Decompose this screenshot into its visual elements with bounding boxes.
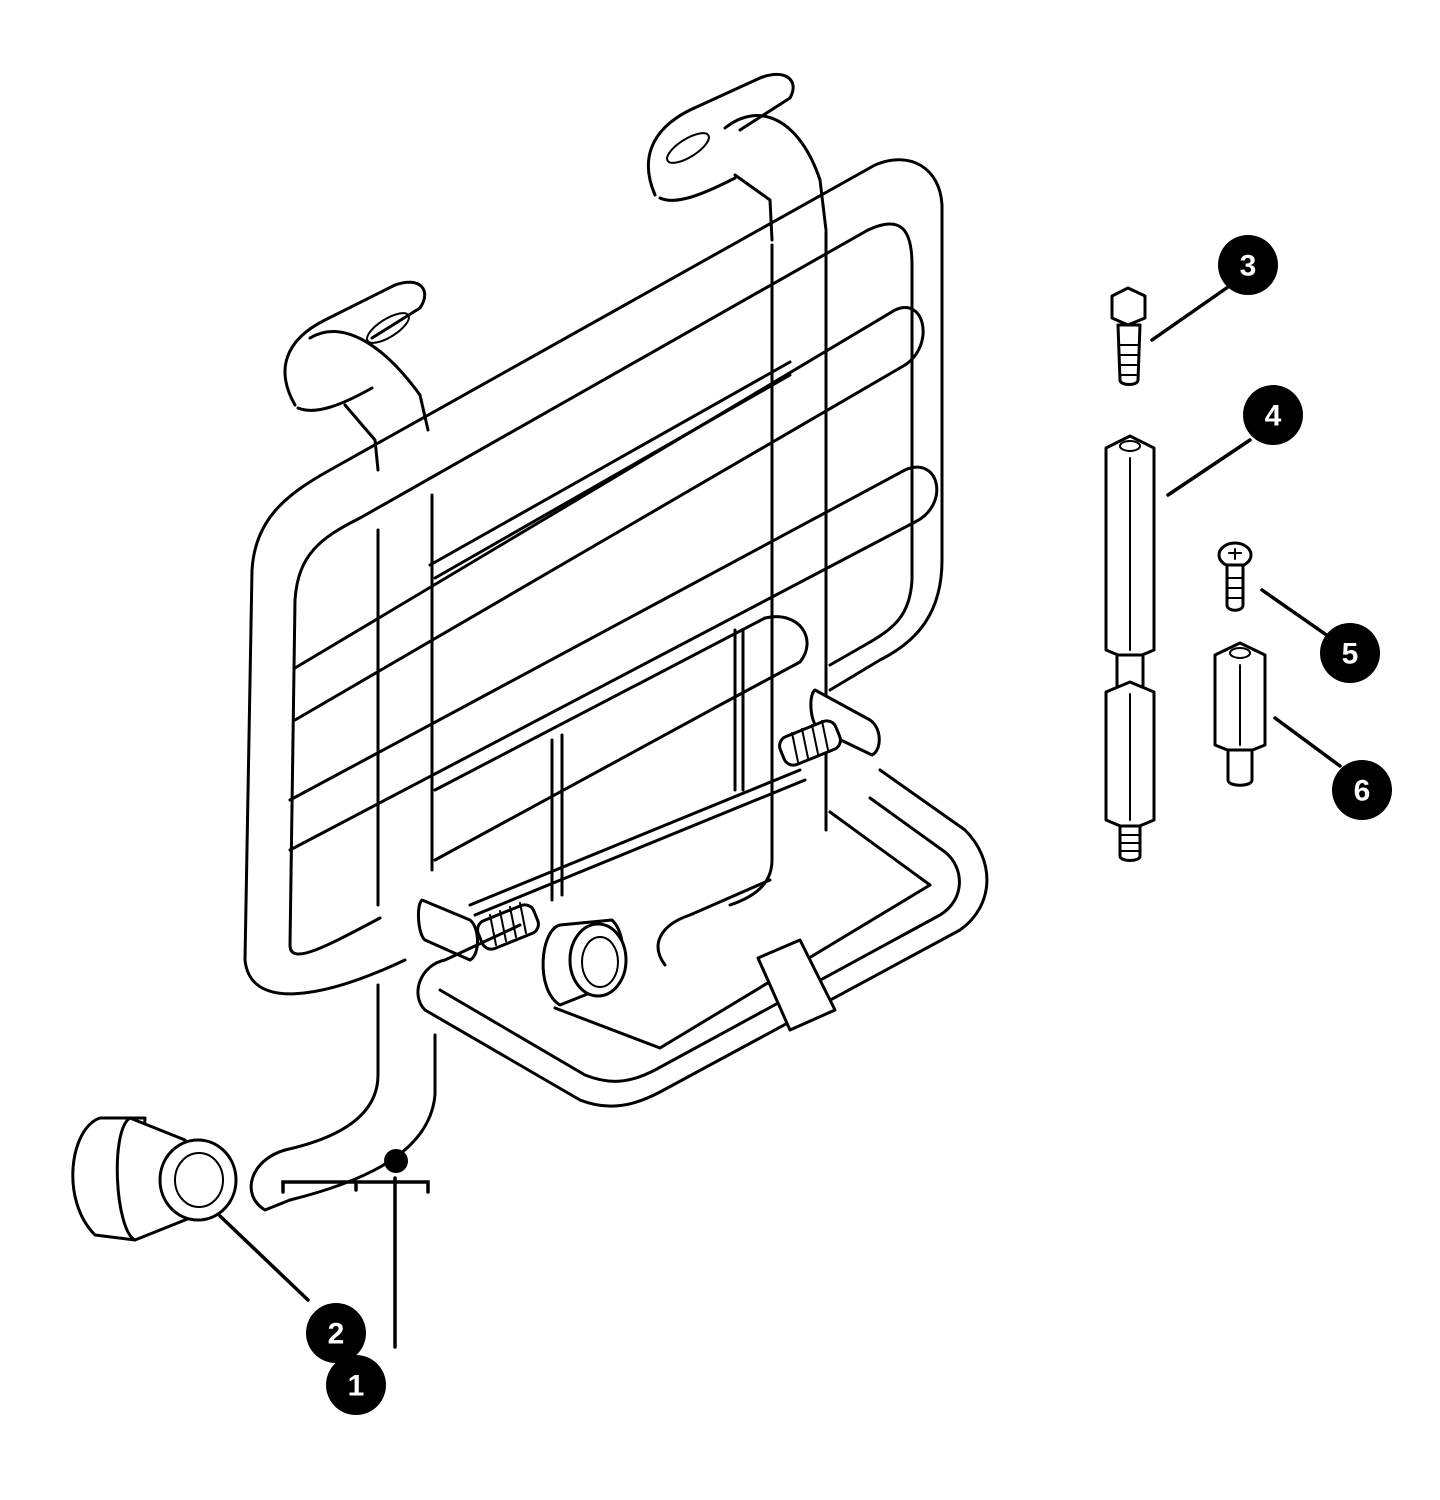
- bolt-part: [1110, 286, 1147, 386]
- leader-end-dot: [384, 1149, 408, 1173]
- rack-slats: [288, 306, 939, 852]
- spring-right: [778, 719, 842, 767]
- callout-3: 3: [1218, 235, 1278, 295]
- callout-2-label: 2: [328, 1318, 345, 1351]
- callout-4-label: 4: [1265, 400, 1282, 433]
- callout-5-label: 5: [1342, 638, 1359, 671]
- callout-6: 6: [1332, 760, 1392, 820]
- rack-struts: [283, 230, 828, 1202]
- callout-1: 1: [326, 1355, 386, 1415]
- callout-5: 5: [1320, 623, 1380, 683]
- rack-mount-bracket-left: [283, 280, 430, 472]
- rack-mount-bracket-right: [646, 72, 828, 242]
- long-standoff-part: [1104, 434, 1156, 862]
- screw-part: [1217, 541, 1253, 612]
- hinge-assembly: [416, 688, 881, 962]
- folding-rack: [243, 72, 944, 1212]
- callout-4: 4: [1243, 385, 1303, 445]
- callout-2: 2: [306, 1303, 366, 1363]
- callout-3-label: 3: [1240, 250, 1257, 283]
- short-standoff-part: [1213, 641, 1267, 787]
- callout-1-label: 1: [348, 1370, 365, 1403]
- callout-6-label: 6: [1354, 775, 1371, 808]
- spring-left: [476, 902, 540, 951]
- leader-lines: [218, 285, 1342, 1349]
- hinge-end-cap: [541, 918, 628, 1007]
- front-loop: [416, 768, 989, 1108]
- end-cap-part: [71, 1116, 238, 1242]
